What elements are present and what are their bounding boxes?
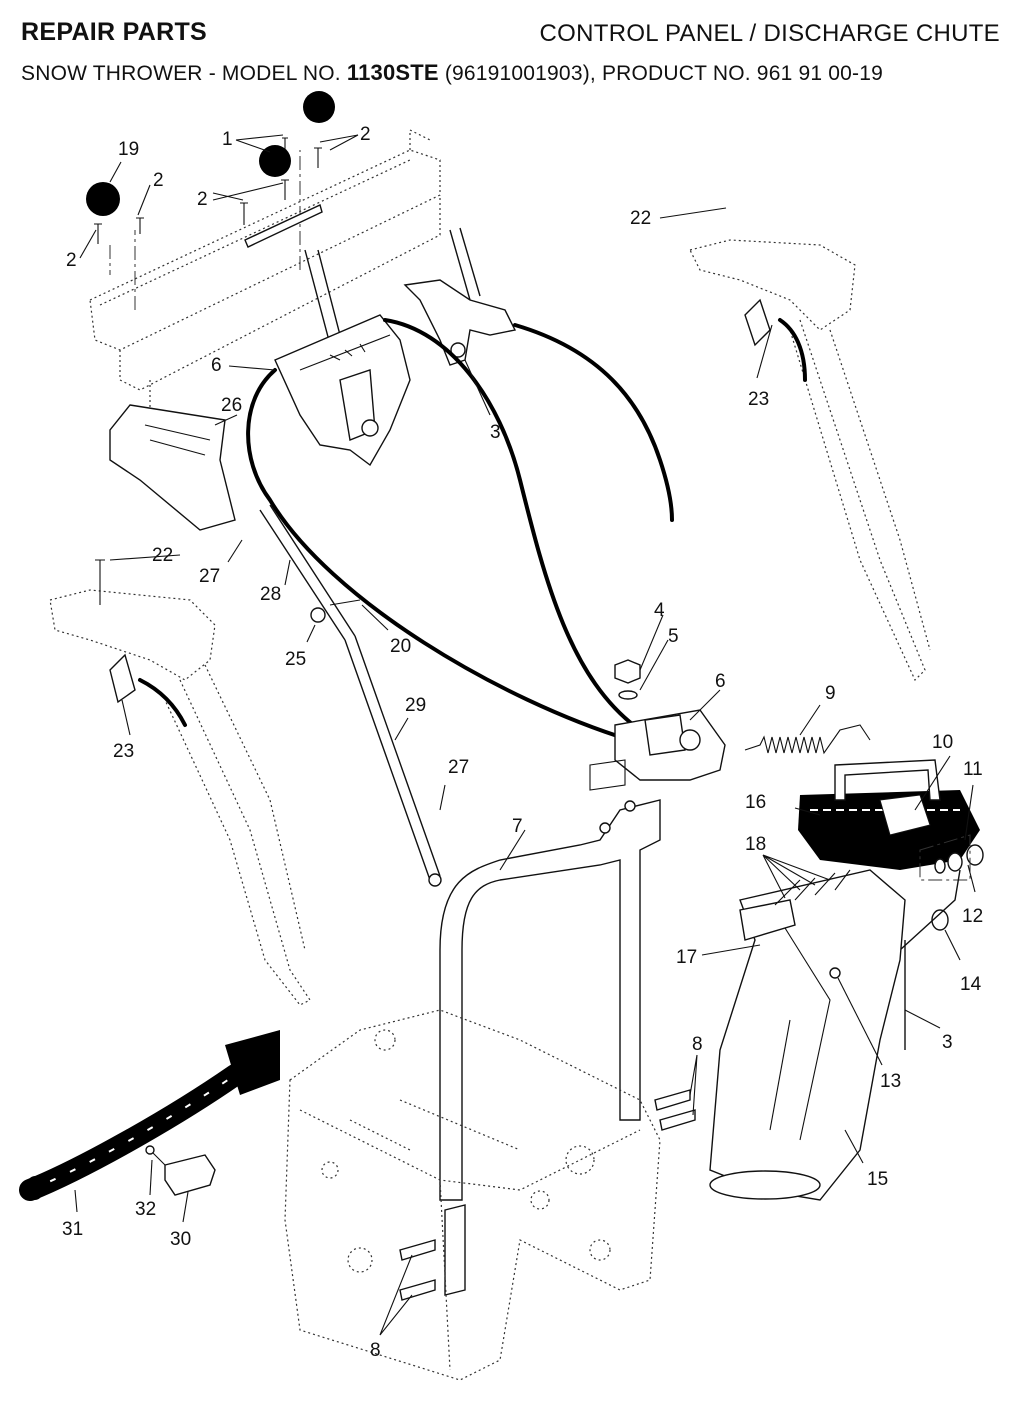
callout-9: 9 xyxy=(825,683,836,704)
subtitle-suffix: (96191001903), PRODUCT NO. 961 91 00-19 xyxy=(444,62,883,85)
callout-3-lever: 3 xyxy=(490,422,501,443)
knob-19-a xyxy=(86,182,120,216)
callout-18: 18 xyxy=(745,834,766,855)
callout-17: 17 xyxy=(676,947,697,968)
callout-7: 7 xyxy=(512,816,523,837)
page-title: CONTROL PANEL / DISCHARGE CHUTE xyxy=(539,20,1000,47)
auger-control-lever xyxy=(403,227,517,366)
chute-gear-bracket xyxy=(589,659,726,791)
callout-25: 25 xyxy=(285,649,306,670)
callout-15: 15 xyxy=(867,1169,888,1190)
section-heading: REPAIR PARTS xyxy=(21,18,208,46)
callout-22-left: 22 xyxy=(152,545,173,566)
callout-32: 32 xyxy=(135,1199,156,1220)
link-rods xyxy=(259,504,442,887)
callout-30: 30 xyxy=(170,1229,191,1250)
callout-6-dial: 6 xyxy=(211,355,222,376)
discharge-chute xyxy=(709,869,906,1201)
chute-deflector xyxy=(798,759,980,870)
chute-control-dial xyxy=(274,249,411,467)
callout-13: 13 xyxy=(880,1071,901,1092)
model-subtitle: SNOW THROWER - MODEL NO. 1130STE (961910… xyxy=(21,60,883,86)
cable-3-top xyxy=(513,323,674,522)
spring xyxy=(744,724,871,755)
cable-6 xyxy=(383,318,642,732)
callout-1: 1 xyxy=(222,129,233,150)
chute-support-bracket xyxy=(439,799,661,1296)
callout-2-top: 2 xyxy=(360,124,371,145)
callout-8-right: 8 xyxy=(692,1034,703,1055)
cable-left xyxy=(246,368,632,742)
callout-27-top: 27 xyxy=(199,566,220,587)
auger-housing xyxy=(284,1009,661,1381)
callout-2-left: 2 xyxy=(153,170,164,191)
model-number: 1130STE xyxy=(346,60,439,85)
callout-10: 10 xyxy=(932,732,953,753)
callout-5: 5 xyxy=(668,626,679,647)
callout-26: 26 xyxy=(221,395,242,416)
callout-4: 4 xyxy=(654,600,665,621)
callout-23-right: 23 xyxy=(748,389,769,410)
knob-19-b xyxy=(259,145,291,177)
control-panel xyxy=(89,129,441,470)
leader-lines xyxy=(74,134,976,1336)
callout-28: 28 xyxy=(260,584,281,605)
callout-23-left: 23 xyxy=(113,741,134,762)
callout-19: 19 xyxy=(118,139,139,160)
auger-bracket xyxy=(109,404,236,531)
right-handle xyxy=(689,239,931,682)
left-handle xyxy=(49,559,311,1006)
bolts-8 xyxy=(399,1089,696,1301)
extension-handle xyxy=(19,1030,280,1201)
chute-hardware xyxy=(899,834,984,951)
callout-22-right: 22 xyxy=(630,208,651,229)
callout-27-bottom: 27 xyxy=(448,757,469,778)
callout-14: 14 xyxy=(960,974,982,995)
callout-labels: 1 2 2 2 2 19 22 22 6 6 26 3 3 23 23 27 2… xyxy=(62,124,983,1361)
callout-2-mid: 2 xyxy=(197,189,208,210)
callout-31: 31 xyxy=(62,1219,83,1240)
knob-19-c xyxy=(303,91,335,123)
callout-3-cable: 3 xyxy=(942,1032,953,1053)
callout-20: 20 xyxy=(390,636,411,657)
callout-2-far-left: 2 xyxy=(66,250,77,271)
callout-8-bottom: 8 xyxy=(370,1340,381,1361)
callout-12: 12 xyxy=(962,906,983,927)
callout-11: 11 xyxy=(963,759,983,780)
callout-29: 29 xyxy=(405,695,426,716)
switch-assembly xyxy=(145,1145,216,1196)
callout-6-bracket: 6 xyxy=(715,671,726,692)
subtitle-prefix: SNOW THROWER - MODEL NO. xyxy=(21,62,341,85)
callout-16: 16 xyxy=(745,792,766,813)
